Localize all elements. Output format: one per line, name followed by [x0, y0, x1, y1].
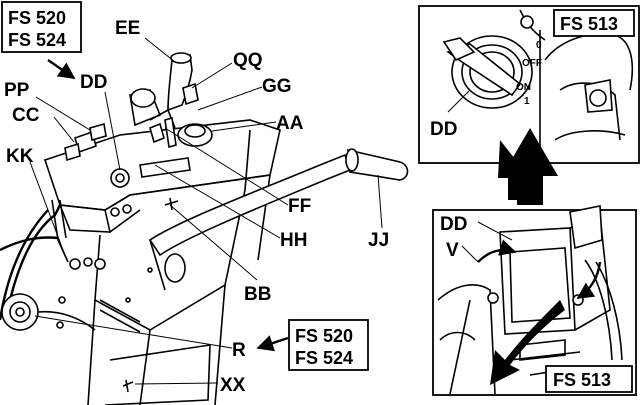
inset-panel-callout-v: V [446, 240, 459, 261]
inset-key-callout-dd: DD [430, 119, 457, 140]
inset-panel: DD V FS 513 [432, 205, 637, 396]
model-box-bottom-line-2: FS 524 [295, 348, 353, 368]
switch-pos-0-label: 0 [536, 40, 542, 51]
model-box-top-line-2: FS 524 [8, 30, 66, 50]
callout-aa: AA [276, 113, 304, 134]
callout-gg: GG [262, 76, 292, 97]
callout-jj: JJ [368, 230, 389, 251]
model-top-arrow [47, 59, 76, 79]
callout-kk: KK [6, 146, 34, 167]
switch-on-label: ON [516, 82, 531, 93]
machine-illustration [0, 52, 409, 405]
inset-link-arrow [498, 128, 558, 205]
model-box-bottom-line-1: FS 520 [295, 326, 353, 346]
callout-ff: FF [288, 196, 311, 217]
callout-cc: CC [12, 105, 40, 126]
model-box-top: FS 520 FS 524 [1, 1, 82, 53]
callout-r: R [232, 340, 246, 361]
inset-key-model-label: FS 513 [560, 14, 618, 34]
model-box-bottom: FS 520 FS 524 [288, 319, 369, 371]
callout-xx: XX [220, 375, 246, 396]
switch-off-label: OFF [522, 58, 542, 69]
model-bottom-arrow [256, 335, 289, 352]
callout-hh: HH [280, 230, 307, 251]
callout-dd: DD [80, 72, 107, 93]
callout-ee: EE [115, 18, 140, 39]
callout-pp: PP [4, 80, 30, 101]
inset-panel-model-label: FS 513 [553, 370, 611, 390]
callout-labels: EE QQ GG AA DD PP CC KK FF HH JJ BB R XX [4, 18, 389, 396]
switch-pos-1-label: 1 [524, 96, 530, 107]
inset-panel-callout-dd: DD [440, 214, 467, 235]
callout-bb: BB [244, 284, 271, 305]
model-box-top-line-1: FS 520 [8, 8, 66, 28]
callout-qq: QQ [233, 50, 263, 71]
callout-leaders [29, 37, 383, 385]
